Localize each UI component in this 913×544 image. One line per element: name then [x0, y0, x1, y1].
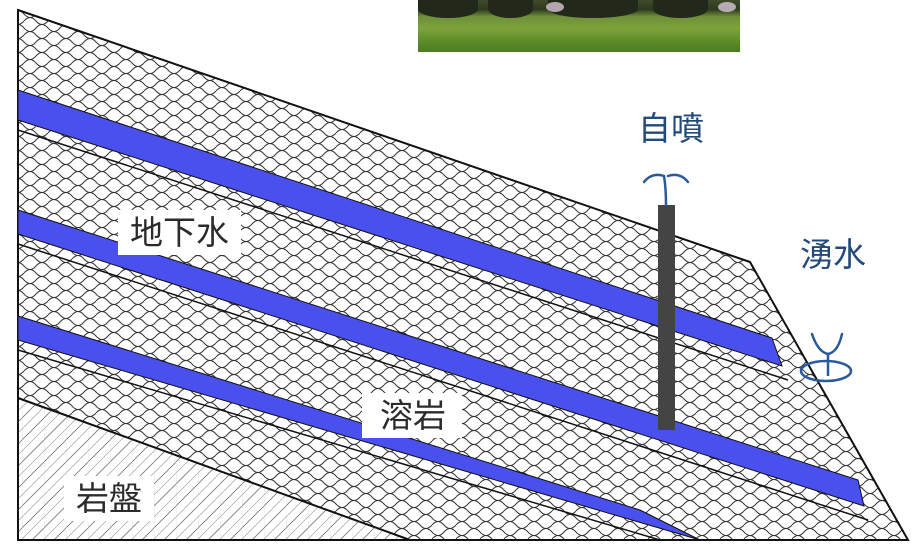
artesian-label: 自噴	[638, 109, 704, 148]
spring-icon	[799, 332, 853, 383]
aquifer-layer-1	[17, 89, 783, 367]
artesian-flow-icon	[642, 173, 690, 207]
groundwater-label: 地下水	[118, 210, 241, 255]
artesian-well	[658, 205, 675, 430]
spring-label: 湧水	[800, 235, 866, 274]
landscape-photo	[418, 0, 740, 52]
aquifer-layer-2	[17, 209, 865, 507]
bedrock-label: 岩盤	[64, 476, 154, 521]
lava-label: 溶岩	[362, 393, 462, 438]
aquifer-layer-3	[17, 315, 701, 541]
